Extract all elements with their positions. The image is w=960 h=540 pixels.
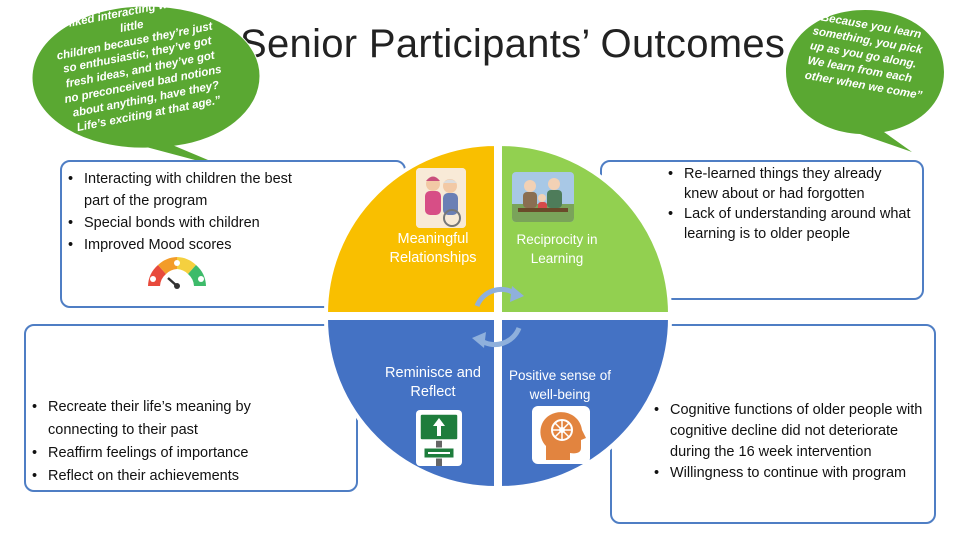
relationships-points: Interacting with children the best part … [62, 168, 310, 256]
outcomes-circle-diagram [320, 142, 676, 498]
head-profile-mind-icon [532, 406, 590, 464]
quadrant-label-reminisce: Reminisce and Reflect [384, 364, 482, 402]
quadrant-label-wellbeing: Positive sense of well-being [508, 366, 612, 404]
quadrant-reciprocity [500, 144, 670, 314]
quadrant-label-reciprocity: Reciprocity in Learning [506, 230, 608, 268]
wellbeing-points: Cognitive functions of older people with… [648, 400, 932, 484]
list-item: Lack of understanding around what learni… [662, 204, 914, 244]
quadrant-reminisce [326, 318, 496, 488]
quadrant-relationships [326, 144, 496, 314]
elderly-couple-photo-icon [416, 168, 466, 228]
road-sign-icon [416, 410, 462, 466]
reciprocity-points: Re-learned things they already knew abou… [662, 164, 914, 244]
list-item: Cognitive functions of older people with… [648, 400, 932, 463]
list-item: Special bonds with children [62, 212, 310, 234]
list-item: Willingness to continue with program [648, 463, 932, 484]
list-item: Recreate their life’s meaning by connect… [26, 396, 298, 442]
reminisce-points: Recreate their life’s meaning by connect… [26, 396, 298, 488]
grandparents-with-child-photo-icon [512, 172, 574, 222]
list-item: Interacting with children the best part … [62, 168, 310, 212]
mood-gauge-icon [144, 252, 210, 290]
right-quote-text: “Because you learn something, you pick u… [797, 10, 944, 141]
list-item: Re-learned things they already knew abou… [662, 164, 914, 204]
list-item: Reflect on their achievements [26, 465, 298, 488]
page-title: Senior Participants’ Outcomes [240, 22, 780, 67]
list-item: Reaffirm feelings of importance [26, 442, 298, 465]
quadrant-label-relationships: Meaningful Relationships [380, 230, 486, 268]
